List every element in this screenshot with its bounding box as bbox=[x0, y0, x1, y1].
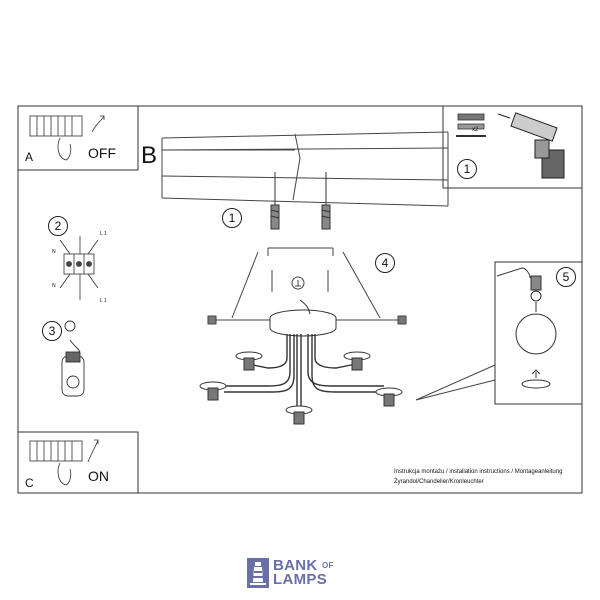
drill-icon bbox=[497, 112, 565, 179]
earth-terminal bbox=[61, 320, 85, 397]
terminal-label-n-top: N bbox=[52, 249, 56, 255]
switch-strip-c bbox=[29, 439, 99, 486]
step-5-marker: 5 bbox=[556, 267, 576, 287]
lamp-holder-left bbox=[199, 381, 227, 401]
panel-c-switch-label: ON bbox=[88, 468, 109, 484]
ceiling-block bbox=[161, 131, 449, 207]
canopy bbox=[269, 299, 337, 337]
panel-a-box bbox=[17, 105, 139, 171]
lighthouse-icon bbox=[247, 558, 269, 588]
caption-line-1: Instrukcja montażu / installation instru… bbox=[394, 469, 563, 475]
terminal-label-l1-bottom: L 1 bbox=[100, 298, 107, 304]
caption-line-2: Żyrandol/Chandelier/Kronleuchter bbox=[394, 479, 484, 485]
lamp-holder-left-back bbox=[235, 351, 263, 371]
panel-b-letter: B bbox=[141, 142, 158, 169]
bulb-detail bbox=[496, 267, 557, 389]
lamp-holder-right bbox=[375, 387, 403, 407]
zoom-callout-lines bbox=[415, 364, 496, 401]
step-1-screw-marker: 1 bbox=[222, 208, 242, 228]
panel-a-switch-label: OFF bbox=[88, 145, 116, 161]
terminal-block bbox=[59, 236, 99, 300]
step-2-marker: 2 bbox=[48, 216, 68, 236]
panel-a-letter: A bbox=[25, 150, 34, 164]
logo-word-of: OF bbox=[322, 561, 334, 570]
logo-word-bank: BANK bbox=[273, 557, 318, 574]
chandelier-arms bbox=[220, 334, 388, 410]
step-3-marker: 3 bbox=[42, 321, 62, 341]
panel-c-box bbox=[17, 431, 139, 494]
lamp-holders bbox=[199, 351, 403, 425]
step-1-hardware-marker: 1 bbox=[457, 159, 477, 179]
switch-strip-a bbox=[29, 115, 105, 161]
lamp-holder-front bbox=[285, 405, 313, 425]
lamp-holder-right-back bbox=[343, 351, 371, 371]
logo-word-lamps: LAMPS bbox=[273, 571, 327, 588]
terminal-label-l1-top: L 1 bbox=[100, 231, 107, 237]
step-4-marker: 4 bbox=[375, 253, 395, 273]
panel-c-letter: C bbox=[25, 476, 34, 490]
hardware-count-label: x2 bbox=[472, 127, 479, 133]
terminal-label-n-bottom: N bbox=[52, 283, 56, 289]
bank-of-lamps-logo: BANK OF LAMPS bbox=[247, 558, 334, 588]
ceiling-screws bbox=[270, 172, 331, 230]
hardware-box bbox=[442, 105, 583, 189]
zoom-box-5 bbox=[494, 261, 583, 405]
wall-plugs-and-screws bbox=[456, 113, 486, 137]
